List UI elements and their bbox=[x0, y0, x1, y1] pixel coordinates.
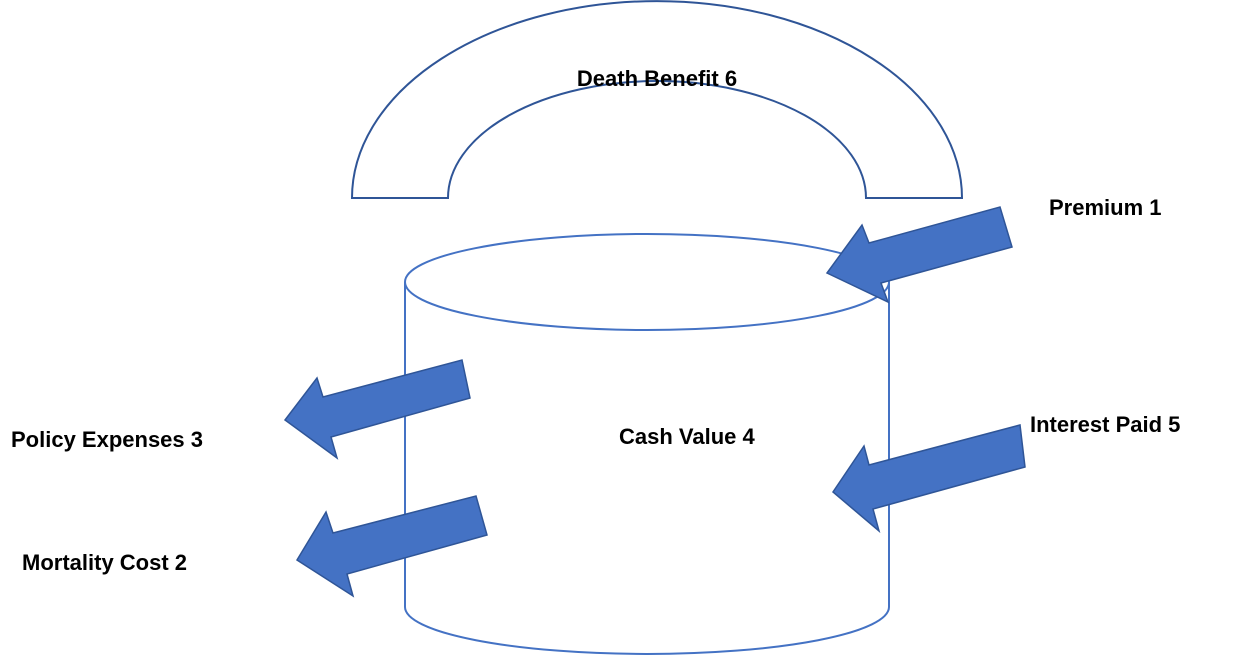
death-benefit-label: Death Benefit 6 bbox=[577, 66, 737, 91]
cash-value-label: Cash Value 4 bbox=[619, 424, 756, 449]
policy-expenses-label: Policy Expenses 3 bbox=[11, 427, 203, 452]
mortality-cost-label: Mortality Cost 2 bbox=[22, 550, 187, 575]
premium-label: Premium 1 bbox=[1049, 195, 1162, 220]
policy-expenses-arrow bbox=[283, 359, 471, 460]
premium-arrow bbox=[825, 206, 1013, 304]
mortality-cost-arrow bbox=[295, 495, 488, 598]
cash-value-cylinder bbox=[404, 233, 890, 655]
interest-paid-arrow bbox=[832, 424, 1026, 534]
cylinder-bottom bbox=[404, 606, 890, 655]
death-benefit-arch bbox=[350, 0, 964, 199]
interest-paid-label: Interest Paid 5 bbox=[1030, 412, 1180, 437]
cylinder-top bbox=[404, 233, 890, 331]
